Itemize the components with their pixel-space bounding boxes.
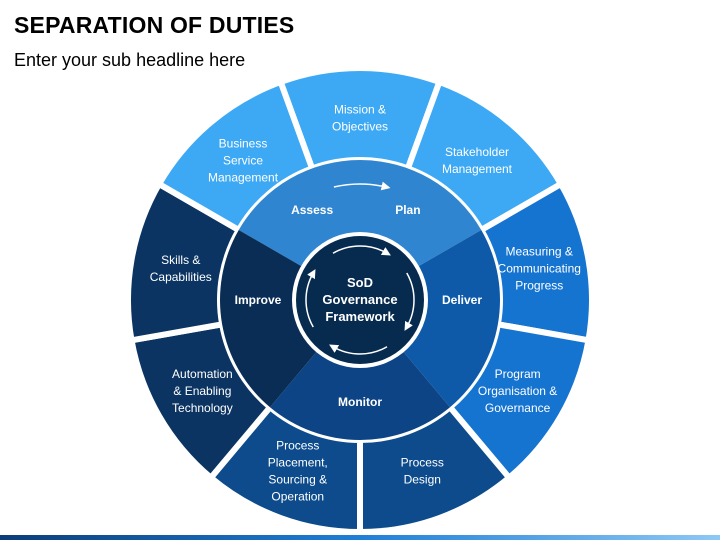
page-subtitle: Enter your sub headline here [14,50,246,70]
phase-label-improve: Improve [235,293,282,307]
outer-segment-ring [125,65,595,536]
cycle-arrow-1 [404,272,415,331]
phase-arc-improve [220,230,319,408]
phase-label-deliver: Deliver [442,293,482,307]
phase-label-assess: Assess [291,203,333,217]
phase-arc-deliver [401,230,500,408]
cycle-arrow-4 [332,245,391,256]
framework-core [292,232,428,368]
segment-label-mission: Mission &Objectives [332,103,388,134]
core-circle [296,236,424,364]
assess-to-plan-arrow [333,181,391,191]
cycle-arrow-3 [305,269,316,328]
cycle-arrow-2 [329,344,388,355]
bottom-accent-bar [0,535,720,540]
phase-label-monitor: Monitor [338,395,382,409]
phase-ring [220,159,500,441]
page-title: SEPARATION OF DUTIES [14,12,295,38]
phase-arc-assess-plan [238,159,482,268]
phase-label-plan: Plan [395,203,420,217]
segment-label-skills: Skills &Capabilities [150,253,212,284]
phase-arc-monitor [270,349,450,441]
